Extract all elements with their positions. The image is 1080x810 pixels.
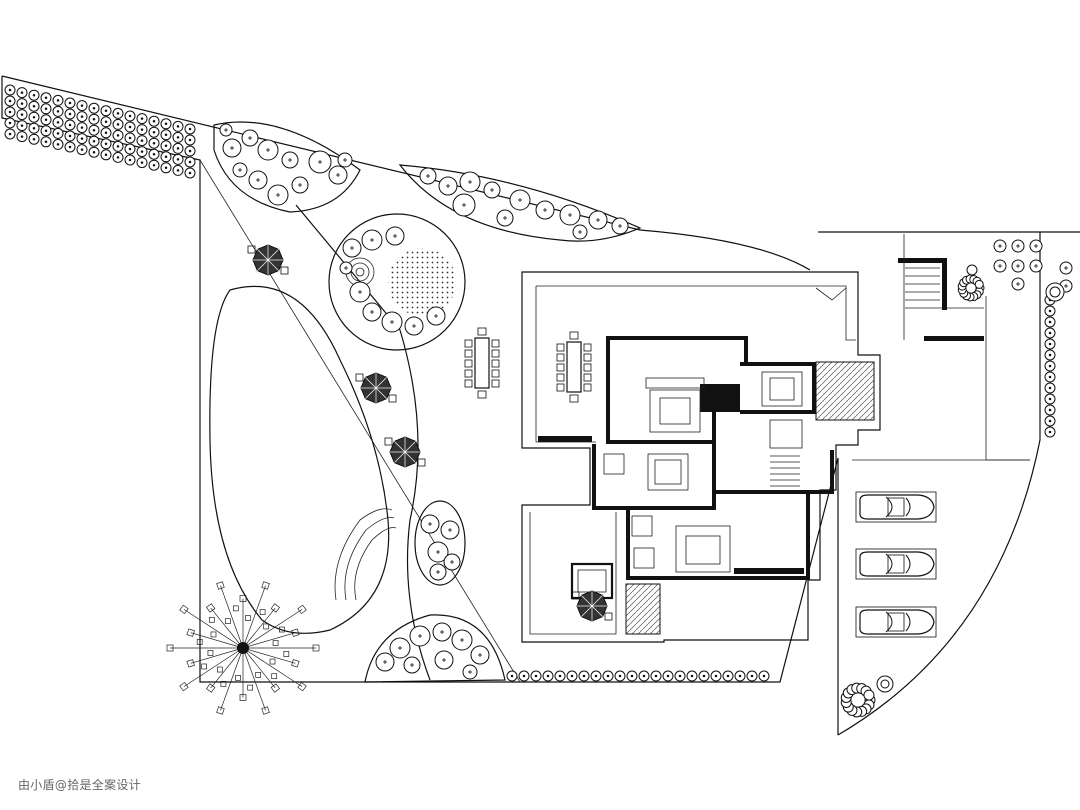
house-outline: [521, 271, 881, 643]
outdoor-dining-table: [464, 327, 500, 399]
interior-walls: [538, 336, 834, 580]
parasol-1: [247, 244, 289, 276]
parasol-3: [384, 436, 426, 468]
hedge-top-left: [4, 84, 196, 179]
tree-cluster-right: [993, 239, 1073, 293]
terrace-dining-table: [556, 331, 592, 403]
feature-tree-bottom-left: [166, 581, 320, 715]
paved-entry: [625, 583, 661, 635]
oval-planter: [414, 500, 466, 586]
feature-tree-bottom-right: [840, 264, 1065, 718]
car-1: [855, 491, 937, 523]
tree-cluster-top: [398, 164, 642, 242]
circular-garden: [328, 213, 466, 351]
parking-area: [852, 459, 1030, 638]
parasol-2: [355, 372, 397, 404]
stairs-interior: [769, 419, 803, 487]
bedroom-1-furniture: [645, 377, 705, 433]
site-boundary: [1, 75, 1080, 736]
tree-cluster-top-left: [213, 121, 361, 213]
garden-path: [295, 204, 431, 681]
wood-deck: [209, 285, 397, 634]
car-3: [855, 606, 937, 638]
parasol-4: [571, 590, 613, 622]
paved-patio: [815, 361, 875, 421]
car-2: [855, 548, 937, 580]
watermark-text: 由小盾@拾是全案设计: [18, 778, 142, 792]
external-staircase: [898, 234, 1030, 461]
hedge-right: [1044, 294, 1056, 438]
living-room-furniture: [603, 453, 689, 491]
hedge-bottom: [506, 670, 770, 682]
tree-cluster-bottom: [364, 614, 506, 683]
bedroom-2-furniture: [761, 371, 803, 407]
bedroom-3-furniture: [631, 515, 731, 573]
